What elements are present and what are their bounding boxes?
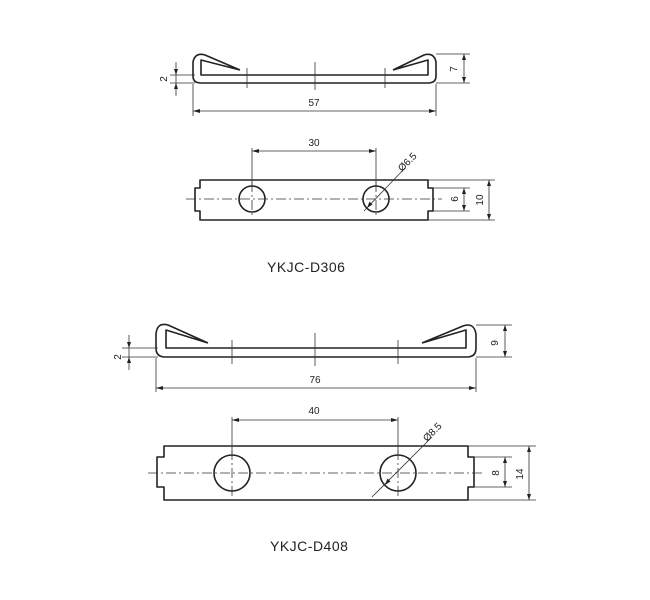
part-1-dia-arrow (367, 201, 373, 208)
part-2-l-arrow-left (156, 386, 163, 390)
part-1-thickness-text: 2 (159, 76, 170, 82)
part-1-nw-arrow-bottom (462, 205, 466, 211)
part-2-bw-arrow-top (527, 446, 531, 452)
part-1-length-text: 57 (308, 98, 320, 109)
part-2-diameter-text: Ø8.5 (421, 421, 444, 444)
part-2-body-width-text: 14 (515, 468, 526, 480)
part-1-h-arrow-bottom (462, 77, 466, 83)
part-1-clip-profile (192, 53, 437, 84)
part-1-spacing-text: 30 (308, 138, 320, 149)
part-2-h-arrow-top (503, 325, 507, 331)
part-1-l-arrow-left (193, 109, 200, 113)
part-2-side-view: 2 9 76 (113, 323, 512, 392)
part-2-thk-arrow-bottom (127, 357, 131, 363)
part-2-nw-arrow-bottom (503, 481, 507, 487)
part-1-bw-arrow-top (487, 180, 491, 186)
part-1-bw-arrow-bottom (487, 214, 491, 220)
part-2-spacing-text: 40 (308, 406, 320, 417)
part-2-thk-arrow-top (127, 342, 131, 348)
part-2-sp-arrow-right (391, 418, 398, 422)
part-2-thickness-text: 2 (113, 354, 124, 360)
part-1-nw-arrow-top (462, 188, 466, 194)
part-1-neck-width-text: 6 (450, 196, 461, 202)
part-1-side-view: 2 7 57 (159, 53, 470, 116)
part-1-body-width-text: 10 (475, 194, 486, 206)
part-2-model-label: YKJC-D408 (270, 538, 348, 554)
part-2-dia-arrow (385, 478, 391, 485)
part-2-l-arrow-right (469, 386, 476, 390)
part-1-h-arrow-top (462, 54, 466, 60)
part-2-dia-leader (371, 436, 433, 498)
part-1-l-arrow-right (429, 109, 436, 113)
part-2-sp-arrow-left (232, 418, 239, 422)
part-1-height-text: 7 (449, 66, 460, 72)
part-1-plate-outline (194, 179, 434, 221)
part-2-top-view: 40 Ø8.5 8 14 (148, 406, 536, 501)
part-1-thk-arrow-top (174, 69, 178, 75)
part-1-sp-arrow-left (252, 149, 259, 153)
part-2-height-text: 9 (490, 340, 501, 346)
part-2-clip-profile (155, 323, 477, 358)
part-1-sp-arrow-right (369, 149, 376, 153)
part-1-diameter-text: Ø6.5 (396, 151, 419, 174)
part-2-h-arrow-bottom (503, 351, 507, 357)
part-2-bw-arrow-bottom (527, 494, 531, 500)
part-2-neck-width-text: 8 (491, 470, 502, 476)
part-1-model-label: YKJC-D306 (267, 259, 345, 275)
part-1-thk-arrow-bottom (174, 83, 178, 89)
part-1-top-view: 30 Ø6.5 6 10 (186, 138, 495, 221)
part-2-length-text: 76 (309, 375, 321, 386)
part-2-nw-arrow-top (503, 457, 507, 463)
